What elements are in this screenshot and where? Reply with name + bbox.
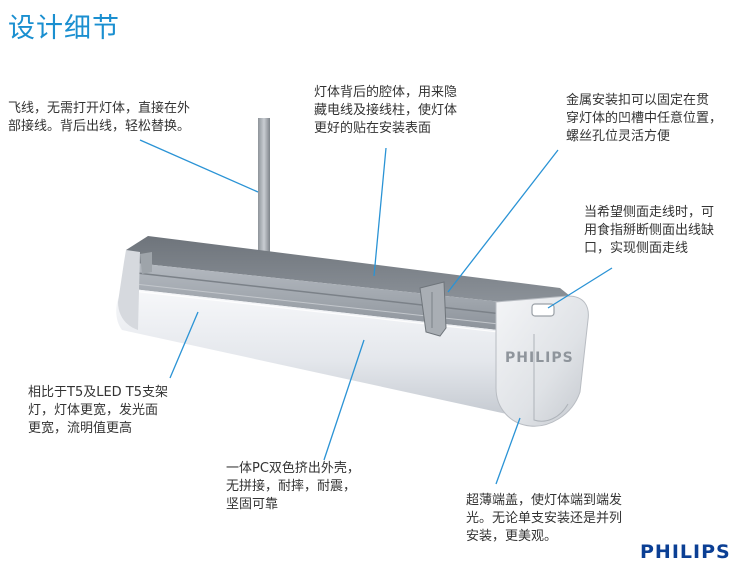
left-mounting-clip: [140, 252, 152, 274]
leader-clip: [447, 149, 559, 293]
page-title: 设计细节: [8, 13, 120, 44]
suspension-rod: [258, 118, 270, 276]
callout-side: 当希望侧面走线时，可 用食指掰断侧面出线缺 口，实现侧面走线: [584, 205, 715, 256]
callout-compare: 相比于T5及LED T5支架 灯，灯体更宽，发光面 更宽，流明值更高: [28, 385, 169, 436]
callout-clip: 金属安装扣可以固定在贯 穿灯体的凹槽中任意位置， 螺丝孔位灵活方便: [566, 93, 723, 144]
leader-lines: [139, 139, 613, 485]
leader-side: [547, 267, 613, 309]
end-cap-logo: PHILIPS: [505, 350, 574, 366]
leader-cavity: [373, 147, 387, 277]
diffuser: [116, 288, 534, 420]
left-end-cap: [118, 250, 140, 330]
callout-shell: 一体PC双色挤出外壳， 无拼接，耐摔，耐震， 坚固可靠: [226, 461, 360, 512]
callout-cavity: 灯体背后的腔体，用来隐 藏电线及接线柱，使灯体 更好的贴在安装表面: [314, 85, 458, 136]
leader-shell: [323, 339, 365, 461]
brand-logo: PHILIPS: [640, 541, 731, 563]
mounting-clip: [419, 281, 447, 337]
leader-wire: [139, 139, 259, 193]
leader-endcap: [495, 417, 521, 485]
callout-endcap: 超薄端盖，使灯体端到端发 光。无论单支安装还是并列 安装，更美观。: [466, 493, 623, 544]
housing-top: [126, 236, 580, 306]
callout-wire: 飞线，无需打开灯体，直接在外 部接线。背后出线，轻松替换。: [8, 101, 191, 134]
leader-compare: [169, 311, 199, 379]
right-end-cap: [495, 295, 589, 427]
